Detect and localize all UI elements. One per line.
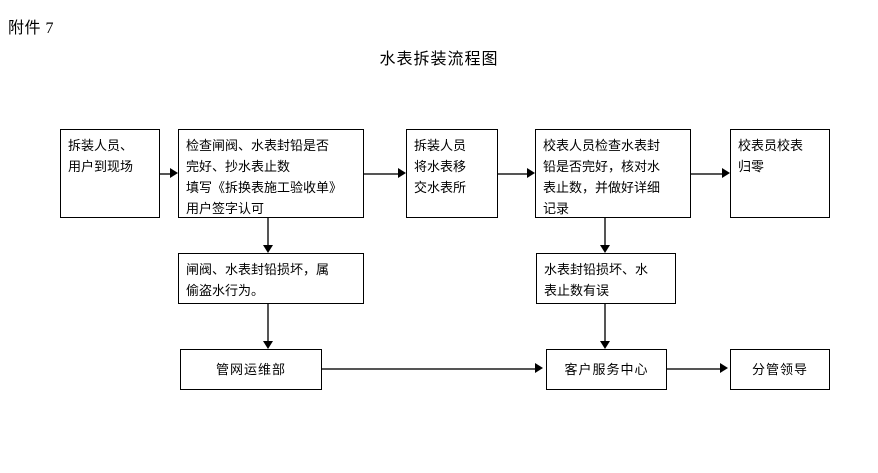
connector-n2-to-n3-line bbox=[364, 173, 398, 175]
node-calibrator-reset-meter[interactable]: 校表员校表 归零 bbox=[730, 129, 830, 218]
node-dispatch-staff-user-onsite[interactable]: 拆装人员、 用户到现场 bbox=[60, 129, 160, 218]
node-seal-damaged-meter-reading-error[interactable]: 水表封铅损坏、水 表止数有误 bbox=[536, 253, 676, 304]
connector-n2-to-n6-line bbox=[267, 218, 269, 245]
node-calibrator-verify-seal-and-record[interactable]: 校表人员检查水表封 铅是否完好，核对水 表止数，并做好详细 记录 bbox=[535, 129, 691, 218]
connector-n1-to-n2-arrowhead bbox=[170, 168, 178, 178]
connector-n2-to-n6-arrowhead bbox=[263, 245, 273, 253]
node-customer-service-center[interactable]: 客户服务中心 bbox=[546, 349, 667, 390]
node-transfer-meter-to-meter-office[interactable]: 拆装人员 将水表移 交水表所 bbox=[406, 129, 498, 218]
node-pipeline-operations-department[interactable]: 管网运维部 bbox=[180, 349, 322, 390]
page-title: 水表拆装流程图 bbox=[379, 51, 499, 68]
node-supervising-leader[interactable]: 分管领导 bbox=[730, 349, 830, 390]
connector-n8-to-n9-arrowhead bbox=[535, 363, 543, 373]
connector-n9-to-n10-line bbox=[667, 368, 720, 370]
connector-n7-to-n9-line bbox=[604, 304, 606, 341]
node-valve-seal-damaged-water-theft[interactable]: 闸阀、水表封铅损坏，属 偷盗水行为。 bbox=[178, 253, 364, 304]
connector-n3-to-n4-arrowhead bbox=[527, 168, 535, 178]
connector-n8-to-n9-line bbox=[322, 368, 535, 370]
connector-n9-to-n10-arrowhead bbox=[720, 363, 728, 373]
connector-n6-to-n8-arrowhead bbox=[263, 341, 273, 349]
connector-n4-to-n7-arrowhead bbox=[600, 245, 610, 253]
connector-n6-to-n8-line bbox=[267, 304, 269, 341]
connector-n1-to-n2-line bbox=[160, 173, 170, 175]
connector-n4-to-n7-line bbox=[604, 218, 606, 245]
connector-n7-to-n9-arrowhead bbox=[600, 341, 610, 349]
connector-n3-to-n4-line bbox=[498, 173, 527, 175]
node-inspect-valve-seal-read-meter[interactable]: 检查闸阀、水表封铅是否 完好、抄水表止数 填写《拆换表施工验收单》 用户签字认可 bbox=[178, 129, 364, 218]
connector-n4-to-n5-line bbox=[691, 173, 722, 175]
connector-n2-to-n3-arrowhead bbox=[398, 168, 406, 178]
connector-n4-to-n5-arrowhead bbox=[722, 168, 730, 178]
attachment-label: 附件 7 bbox=[8, 20, 55, 37]
